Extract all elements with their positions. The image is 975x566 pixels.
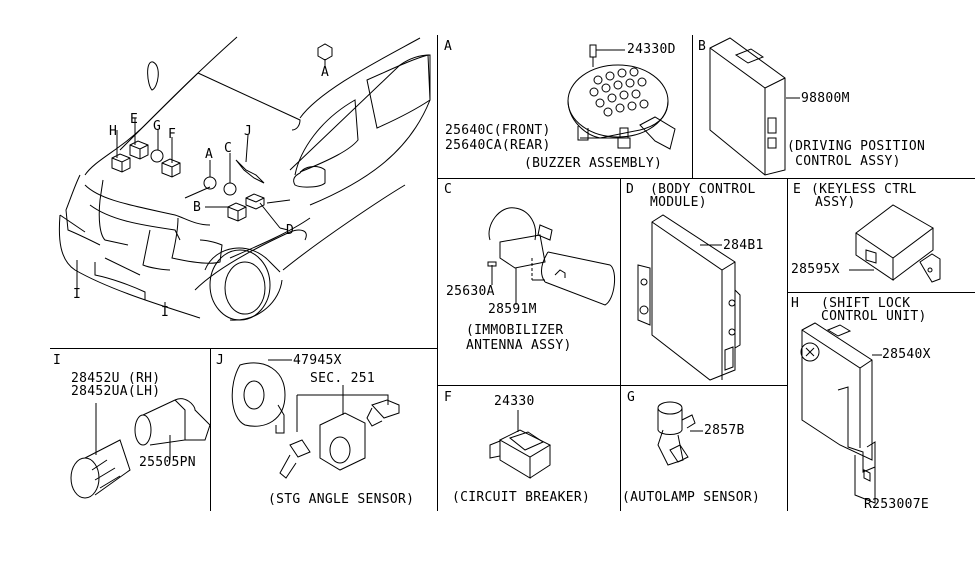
callout-a-dash: A: [205, 147, 214, 162]
part-number-28595x[interactable]: 28595X: [791, 262, 840, 277]
part-number-25640ca[interactable]: 25640CA(REAR): [445, 138, 551, 153]
panel-g-letter: G: [627, 390, 636, 405]
divider-h-overview: [50, 348, 437, 349]
callout-g: G: [153, 119, 162, 134]
divider-v-ij: [210, 348, 211, 511]
divider-v-ab: [692, 35, 693, 178]
callout-d: D: [286, 223, 295, 238]
part-number-47945x[interactable]: 47945X: [293, 353, 342, 368]
part-number-25640c[interactable]: 25640C(FRONT): [445, 123, 551, 138]
part-number-284b1[interactable]: 284B1: [723, 238, 764, 253]
part-number-28591m[interactable]: 28591M: [488, 302, 537, 317]
panel-a-caption: (BUZZER ASSEMBLY): [524, 156, 663, 171]
callout-b: B: [193, 200, 202, 215]
part-number-28452u[interactable]: 28452U (RH): [71, 371, 161, 386]
truck-outline: [58, 36, 431, 321]
divider-h-top: [437, 178, 975, 179]
divider-h-cf: [437, 385, 787, 386]
part-number-28452ua[interactable]: 28452UA(LH): [71, 384, 161, 399]
panel-c-caption-line2: ANTENNA ASSY): [466, 338, 572, 353]
panel-d-letter: D: [626, 182, 635, 197]
panel-d-title-line1: (BODY CONTROL: [650, 182, 756, 197]
part-number-2857b[interactable]: 2857B: [704, 423, 745, 438]
divider-h-eh: [787, 292, 975, 293]
panel-f-letter: F: [444, 390, 453, 405]
callout-leaders: [76, 59, 326, 312]
callout-i-left: I: [73, 287, 82, 302]
callout-j: J: [244, 124, 253, 139]
callout-a-roof: A: [321, 65, 330, 80]
section-reference-251[interactable]: SEC. 251: [310, 371, 376, 386]
callout-f: F: [168, 127, 177, 142]
part-number-25630a[interactable]: 25630A: [446, 284, 495, 299]
panel-a-letter: A: [444, 39, 453, 54]
panel-h-letter: H: [791, 296, 800, 311]
callout-e: E: [130, 112, 139, 127]
part-number-28540x[interactable]: 28540X: [882, 347, 931, 362]
panel-b-caption-line2: CONTROL ASSY): [787, 154, 901, 169]
panel-b-letter: B: [698, 39, 707, 54]
panel-d-title-line2: MODULE): [650, 195, 707, 210]
part-number-24330[interactable]: 24330: [494, 394, 535, 409]
part-number-25505pn[interactable]: 25505PN: [139, 455, 196, 470]
divider-v-main: [437, 35, 438, 511]
panel-j-letter: J: [216, 353, 225, 368]
divider-v-de: [787, 178, 788, 511]
buzzer-holes: [589, 67, 649, 117]
panel-b-caption-line1: (DRIVING POSITION: [787, 139, 926, 154]
panel-e-title-line2: ASSY): [815, 195, 856, 210]
part-number-24330d[interactable]: 24330D: [627, 42, 676, 57]
callout-i-front: I: [161, 305, 170, 320]
panel-c-letter: C: [444, 182, 453, 197]
panel-h-title-line1: (SHIFT LOCK: [821, 296, 911, 311]
panel-e-title-line1: (KEYLESS CTRL: [811, 182, 917, 197]
panel-g-caption: (AUTOLAMP SENSOR): [622, 490, 761, 505]
panel-j-caption: (STG ANGLE SENSOR): [268, 492, 415, 507]
panel-i-letter: I: [53, 353, 62, 368]
divider-v-cd: [620, 178, 621, 511]
panel-h-title-line2: CONTROL UNIT): [821, 309, 927, 324]
callout-h: H: [109, 124, 118, 139]
part-number-98800m[interactable]: 98800M: [801, 91, 850, 106]
callout-c: C: [224, 141, 233, 156]
panel-e-letter: E: [793, 182, 802, 197]
panel-c-caption-line1: (IMMOBILIZER: [466, 323, 564, 338]
panel-f-caption: (CIRCUIT BREAKER): [452, 490, 591, 505]
diagram-code: R253007E: [864, 497, 930, 512]
vehicle-overview: [58, 36, 431, 321]
